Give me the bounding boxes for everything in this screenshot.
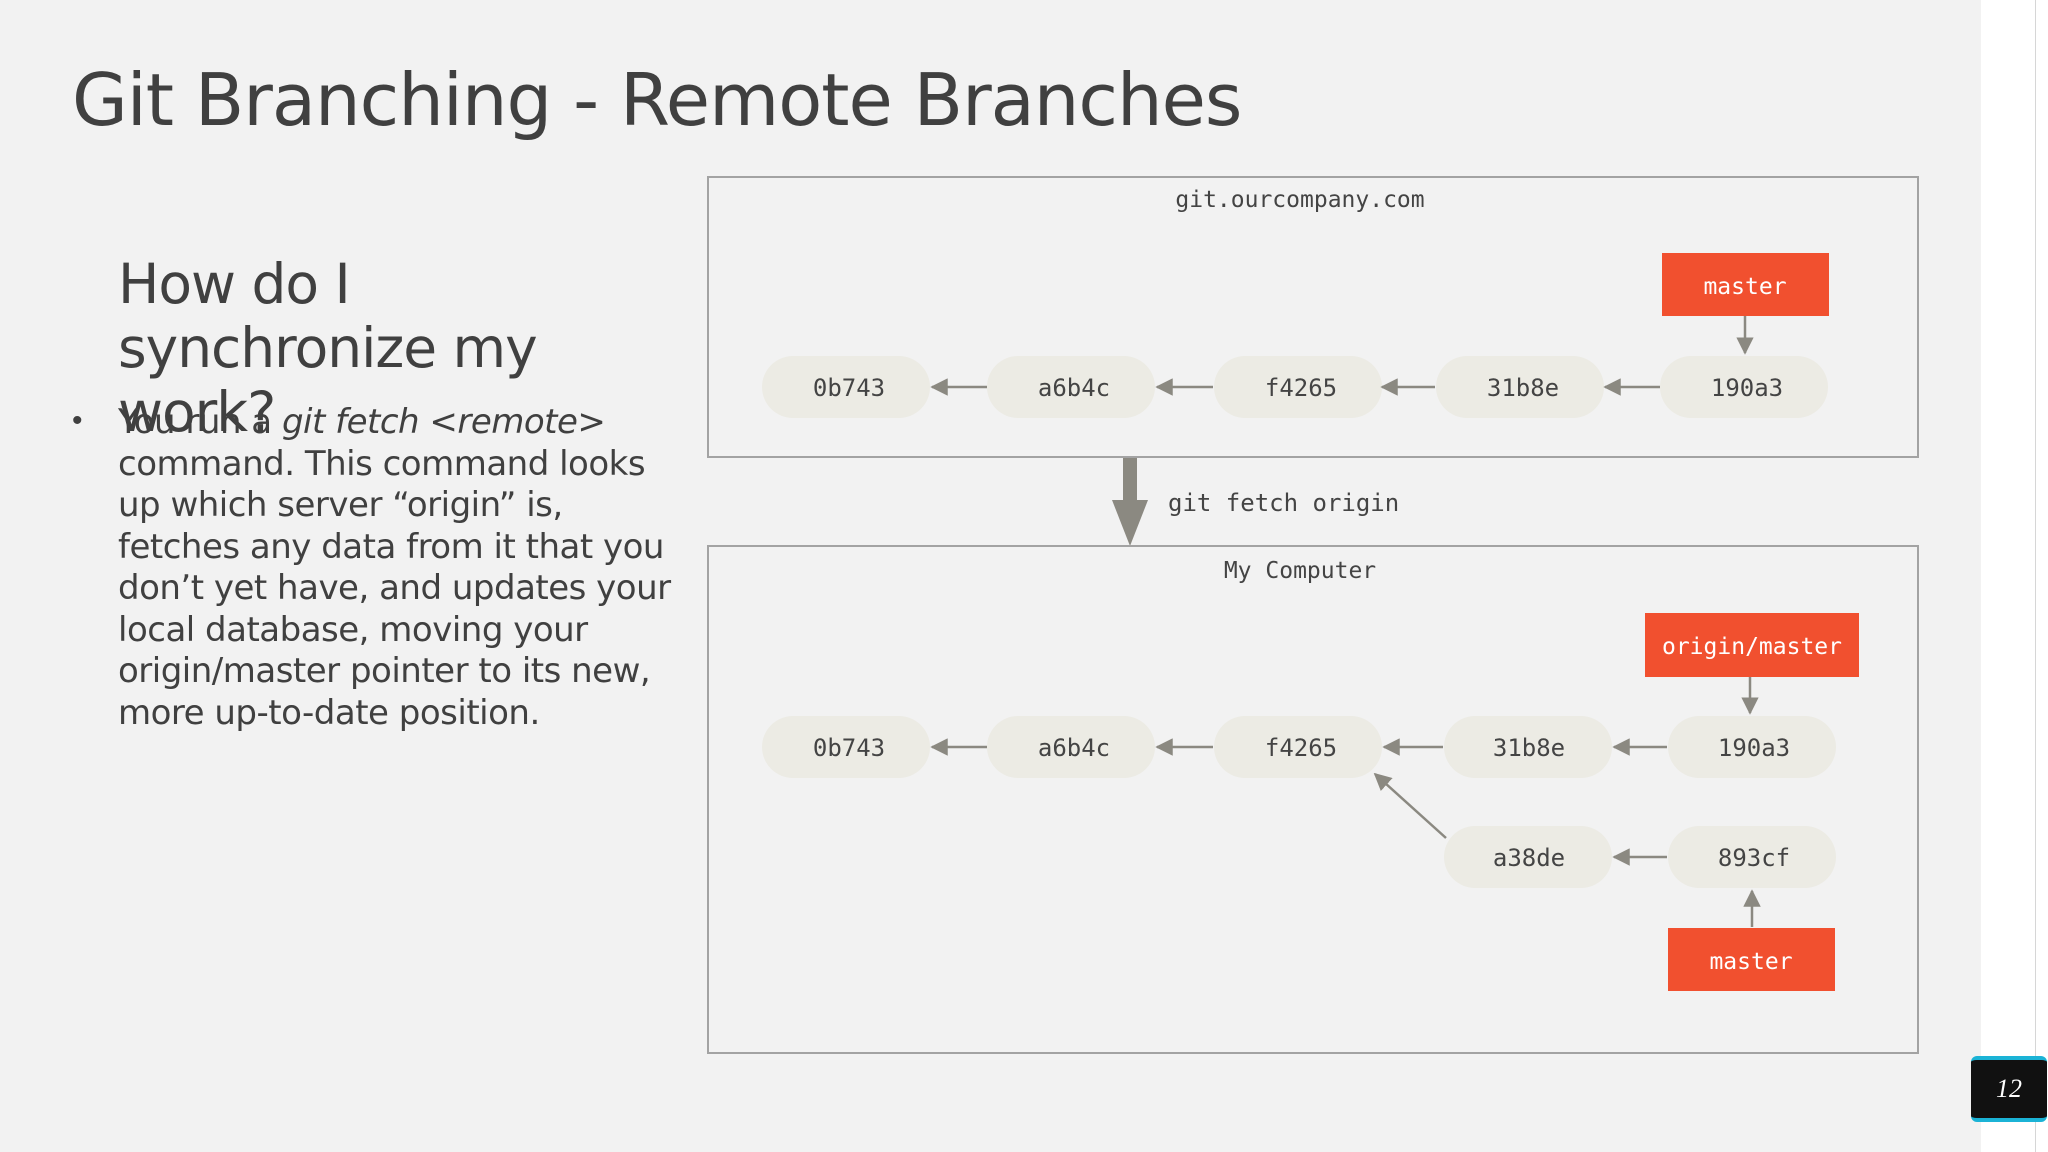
commit-label: 31b8e <box>1493 734 1565 762</box>
bullet-marker: • <box>72 404 83 437</box>
commit-node <box>1660 356 1828 418</box>
server-parent-arrows <box>930 316 1754 396</box>
slide-subheading: How do I synchronize my work? <box>118 252 538 444</box>
local-parent-arrows <box>930 677 1761 927</box>
commit-node <box>1444 716 1612 778</box>
local-master-label: master <box>1709 949 1792 975</box>
fetch-arrow-head <box>1112 500 1148 546</box>
bullet-text-intro: You run a <box>118 402 282 442</box>
commit-label: f4265 <box>1265 734 1337 762</box>
bullet-text: You run a git fetch <remote> command. Th… <box>118 402 678 734</box>
commit-node <box>987 716 1155 778</box>
parent-arrow <box>1373 772 1447 839</box>
fetch-arrow-shaft <box>1123 458 1137 504</box>
commit-label: f4265 <box>1265 374 1337 402</box>
commit-label: 190a3 <box>1718 734 1790 762</box>
commit-label: 190a3 <box>1711 374 1783 402</box>
server-master-label: master <box>1703 274 1786 300</box>
local-commits: 0b743 a6b4c f4265 31b8e 190a3 a38de 893c… <box>762 716 1836 888</box>
commit-node <box>762 716 930 778</box>
commit-label: 893cf <box>1718 844 1790 872</box>
bullet-text-body: command. This command looks up which ser… <box>118 443 671 733</box>
fetch-arrow <box>1112 458 1148 546</box>
commit-node <box>1444 826 1612 888</box>
commit-node <box>1436 356 1604 418</box>
local-master-branch <box>1668 928 1835 991</box>
commit-node <box>1668 826 1836 888</box>
commit-label: 0b743 <box>813 374 885 402</box>
commit-label: 0b743 <box>813 734 885 762</box>
server-commits: 0b743 a6b4c f4265 31b8e 190a3 <box>762 356 1828 418</box>
slide-title: Git Branching - Remote Branches <box>72 58 1242 142</box>
origin-master-label: origin/master <box>1662 634 1842 660</box>
commit-label: 31b8e <box>1487 374 1559 402</box>
commit-label: a38de <box>1493 844 1565 872</box>
server-box <box>707 176 1919 458</box>
bullet-command: git fetch <remote> <box>281 402 606 442</box>
page-number-badge: 12 <box>1971 1056 2047 1122</box>
commit-node <box>1214 716 1382 778</box>
slide-background <box>0 0 1981 1152</box>
commit-label: a6b4c <box>1038 374 1110 402</box>
server-master-branch <box>1662 253 1829 316</box>
origin-master-branch <box>1645 613 1859 677</box>
server-label: git.ourcompany.com <box>1175 187 1424 213</box>
commit-label: a6b4c <box>1038 734 1110 762</box>
slide-edge-divider <box>2035 0 2036 1152</box>
fetch-command-label: git fetch origin <box>1168 489 1399 517</box>
commit-node <box>1214 356 1382 418</box>
local-label: My Computer <box>1224 558 1376 584</box>
commit-node <box>987 356 1155 418</box>
local-box <box>707 545 1919 1054</box>
commit-node <box>1668 716 1836 778</box>
commit-node <box>762 356 930 418</box>
